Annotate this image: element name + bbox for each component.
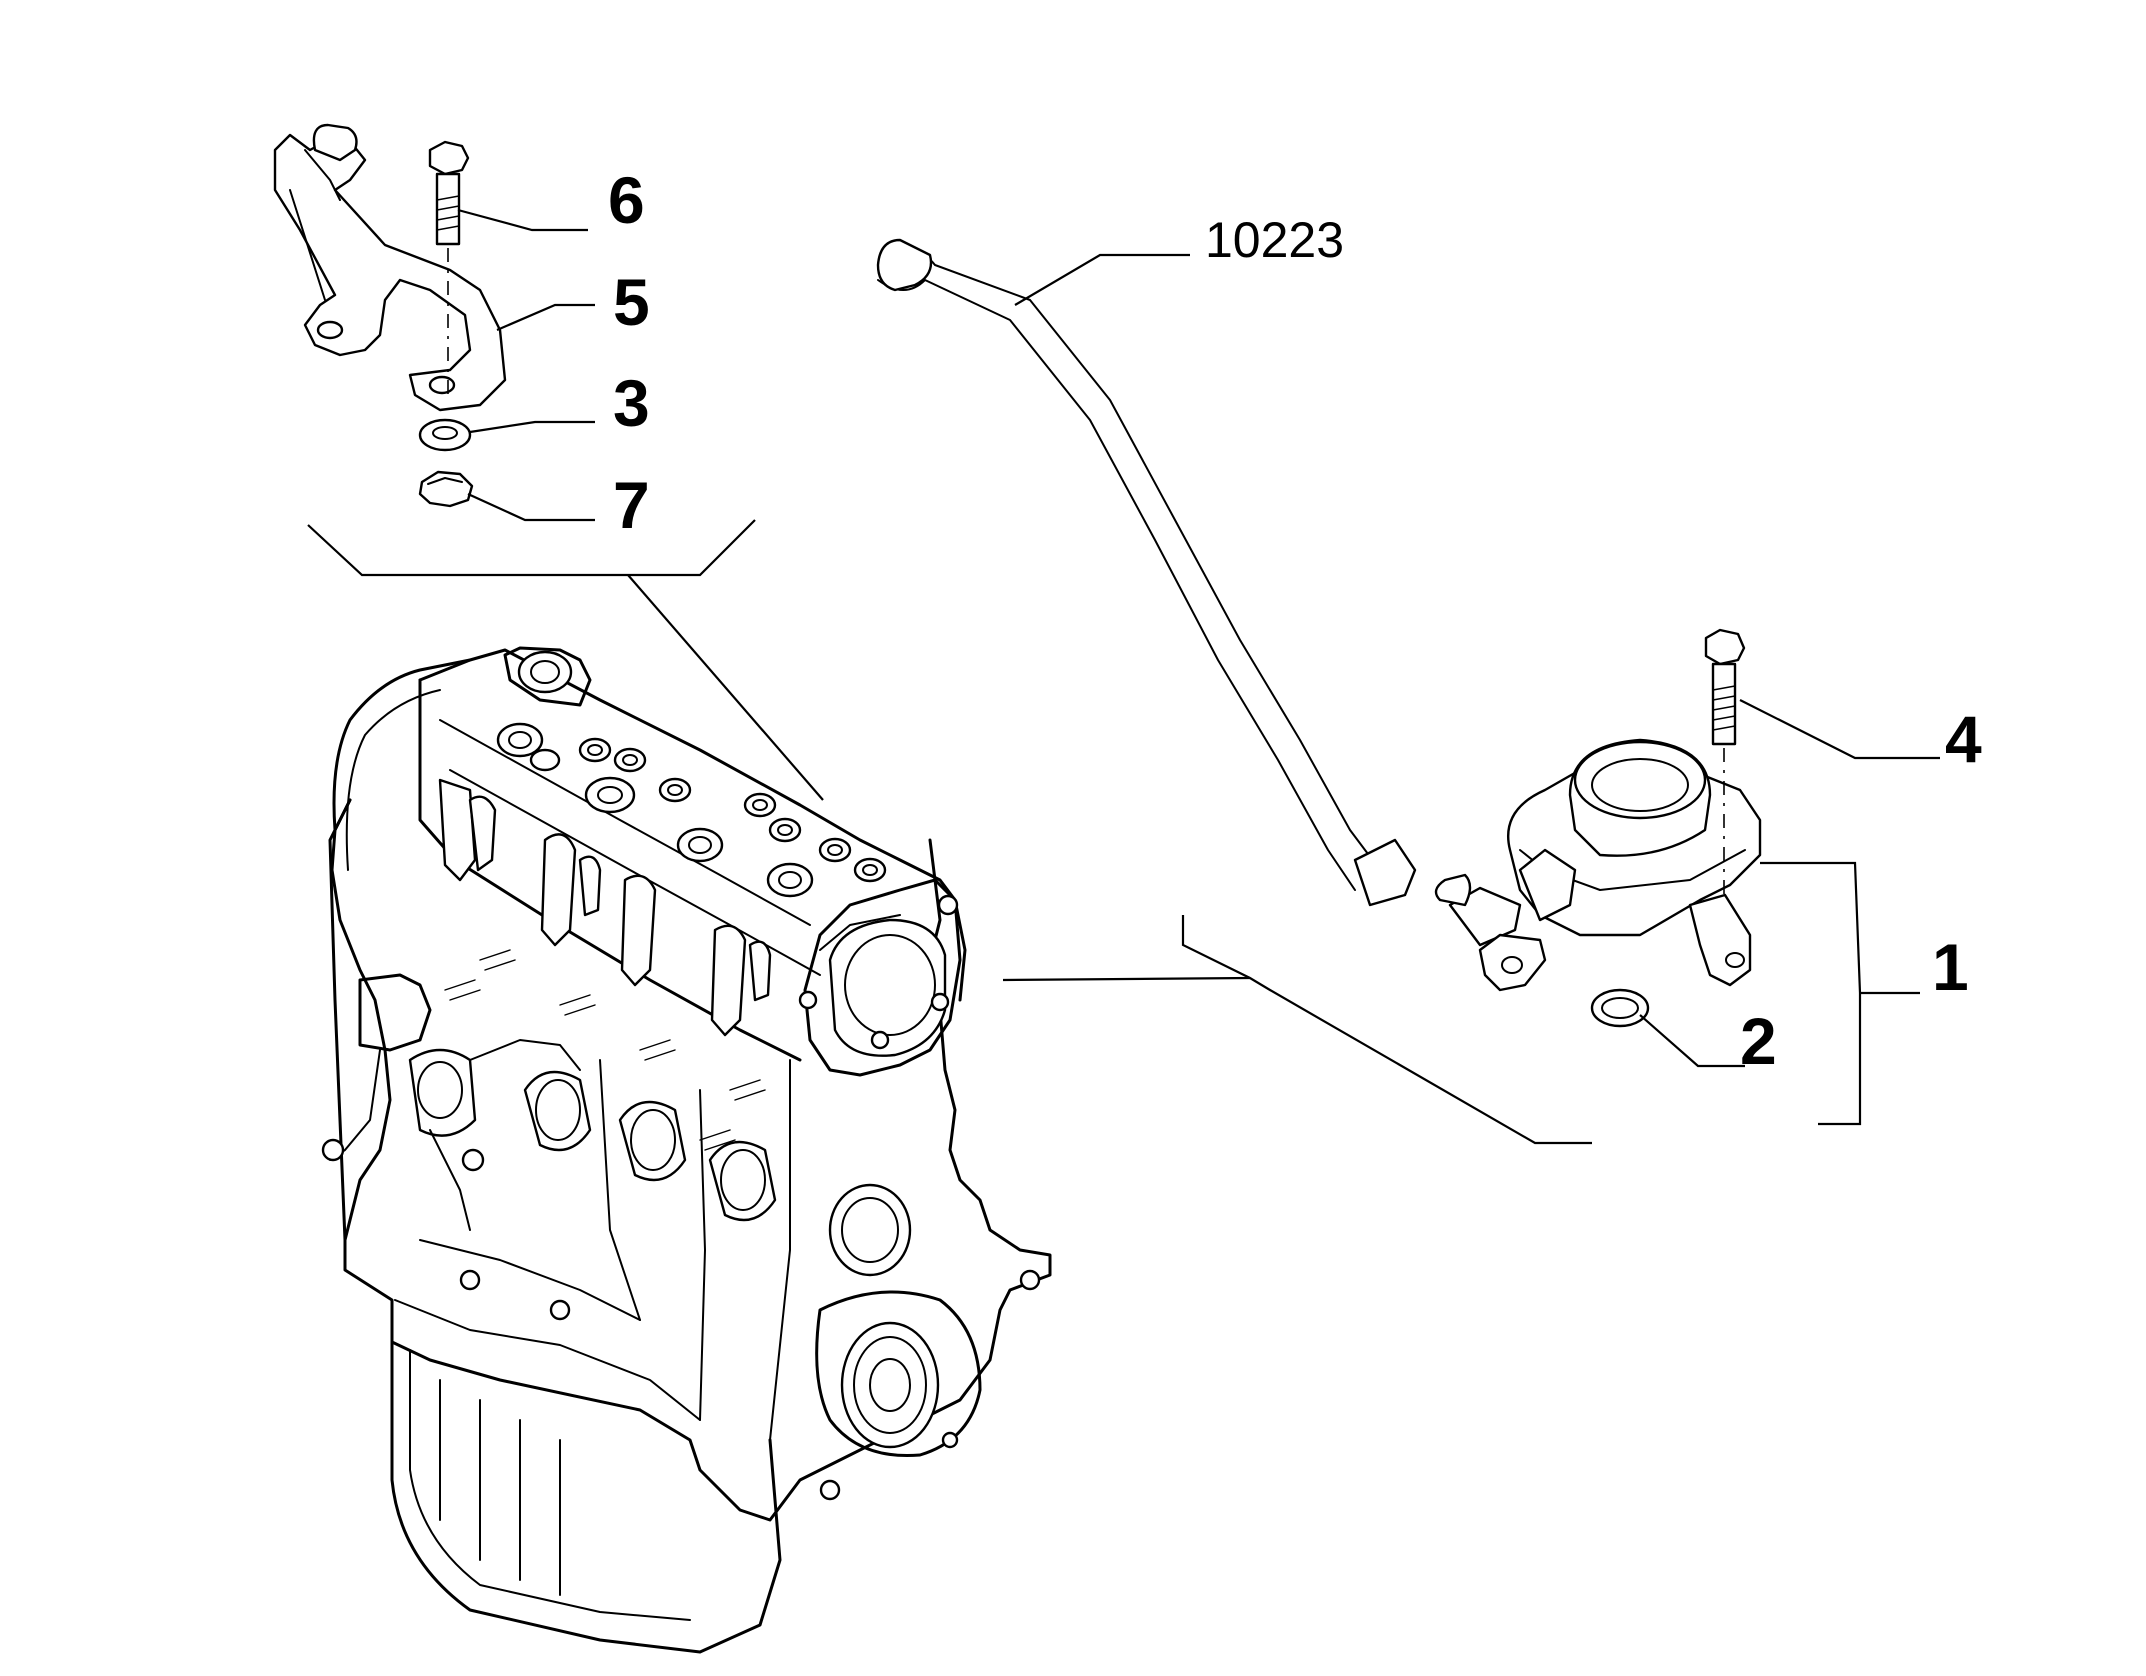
bracket-part-5 — [273, 123, 507, 412]
washer-part-3 — [418, 418, 472, 452]
crankshaft-pulley — [815, 1269, 1041, 1501]
callout-1: 1 — [1932, 930, 1969, 1004]
o-ring-part-2 — [1590, 988, 1650, 1028]
oil-filter-boss — [828, 1183, 912, 1277]
callout-3: 3 — [613, 366, 650, 440]
leader-lines — [307, 208, 1940, 1145]
intake-manifold — [321, 973, 777, 1231]
callout-5: 5 — [613, 265, 650, 339]
callout-7: 7 — [613, 468, 650, 542]
engine-block-illustration — [321, 646, 1052, 1654]
callout-6: 6 — [608, 163, 645, 237]
callout-labels: 6 5 3 7 10223 4 1 2 — [608, 163, 1982, 1078]
coil-brackets — [438, 778, 772, 1037]
nut-part-7 — [418, 470, 474, 508]
oil-separator-assembly — [1434, 738, 1762, 992]
front-timing-cover — [798, 878, 962, 1077]
manifold-studs — [444, 949, 766, 1151]
callout-2: 2 — [1740, 1004, 1777, 1078]
hose-part-10223 — [876, 238, 1417, 907]
bolt-part-6 — [428, 140, 470, 400]
bolt-part-4 — [1704, 628, 1746, 900]
spark-plug-holes — [496, 722, 887, 898]
callout-4: 4 — [1945, 702, 1982, 776]
callout-10223: 10223 — [1205, 212, 1344, 268]
